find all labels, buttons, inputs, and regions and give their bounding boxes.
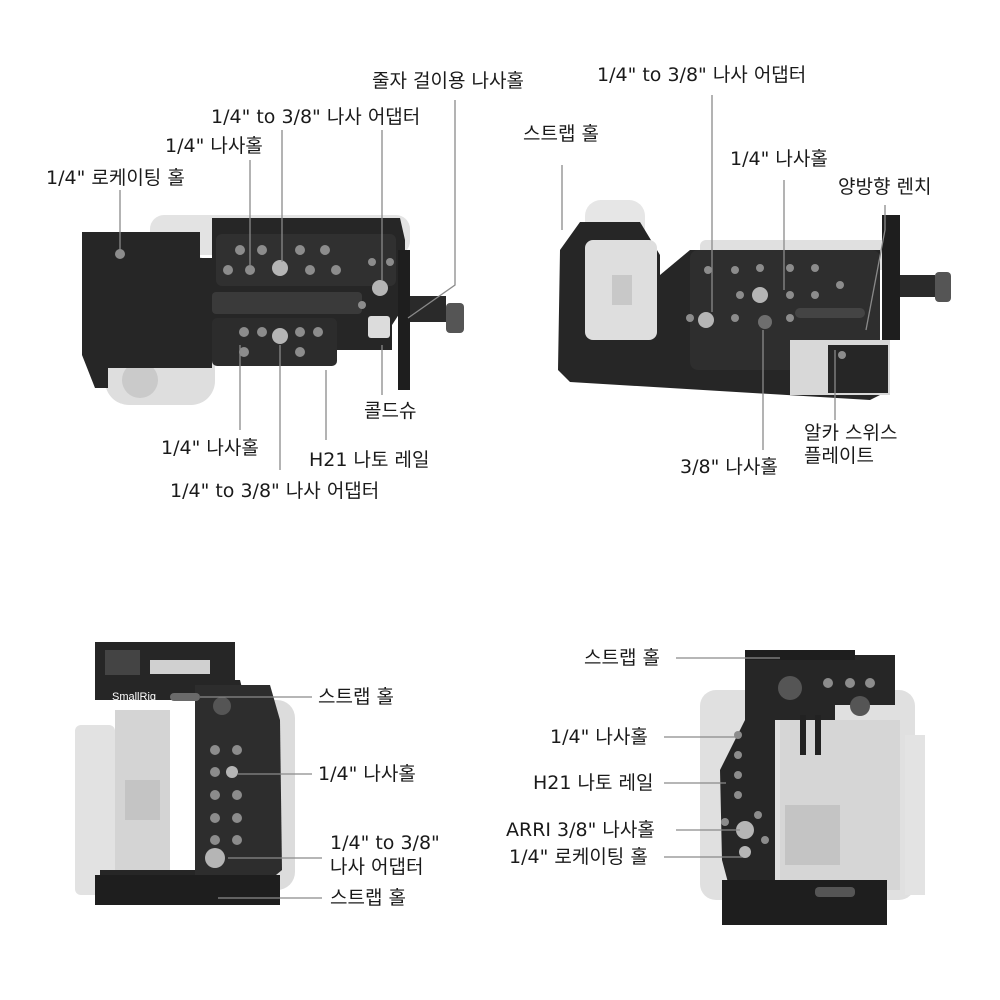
brand-logo: SmallRig (112, 691, 156, 703)
label-left-adapter-line1: 1/4" to 3/8" (330, 832, 440, 854)
label-nato-rail: H21 나토 레일 (309, 449, 430, 471)
label-left-strap-bottom: 스트랩 홀 (330, 887, 406, 909)
bottom-view-leaders (561, 95, 886, 450)
label-right-arri: ARRI 3/8" 나사홀 (506, 819, 655, 841)
label-arca-line2: 플레이트 (804, 445, 874, 467)
label-adapter-top: 1/4" to 3/8" 나사 어댑터 (211, 106, 421, 128)
right-view-image (700, 650, 925, 925)
top-view-image (82, 215, 464, 405)
label-arca-line1: 알카 스위스 (804, 422, 898, 444)
label-right-strap: 스트랩 홀 (584, 647, 660, 669)
label-hole-bottom: 1/4" 나사홀 (161, 437, 259, 459)
label-bottom-adapter: 1/4" to 3/8" 나사 어댑터 (597, 64, 807, 86)
label-right-locating: 1/4" 로케이팅 홀 (509, 846, 648, 868)
label-bottom-hole: 1/4" 나사홀 (730, 148, 828, 170)
label-bottom-strap: 스트랩 홀 (523, 123, 599, 145)
label-cable-hole: 줄자 걸이용 나사홀 (372, 70, 524, 92)
label-hole-top: 1/4" 나사홀 (165, 135, 263, 157)
left-view-image (75, 642, 295, 905)
top-view-leaders (119, 100, 456, 470)
label-left-adapter-line2: 나사 어댑터 (330, 856, 424, 878)
label-wrench: 양방향 렌치 (838, 176, 932, 198)
left-view-leaders (200, 696, 322, 899)
label-cold-shoe: 콜드슈 (364, 400, 417, 422)
label-left-hole: 1/4" 나사홀 (318, 763, 416, 785)
bottom-view-image (558, 200, 951, 400)
label-locating-hole: 1/4" 로케이팅 홀 (46, 167, 185, 189)
label-right-hole: 1/4" 나사홀 (550, 726, 648, 748)
label-right-nato: H21 나토 레일 (533, 772, 654, 794)
label-left-strap-top: 스트랩 홀 (318, 686, 394, 708)
label-adapter-bottom: 1/4" to 3/8" 나사 어댑터 (170, 480, 380, 502)
right-view-leaders (664, 657, 780, 858)
label-hole-38: 3/8" 나사홀 (680, 456, 778, 478)
